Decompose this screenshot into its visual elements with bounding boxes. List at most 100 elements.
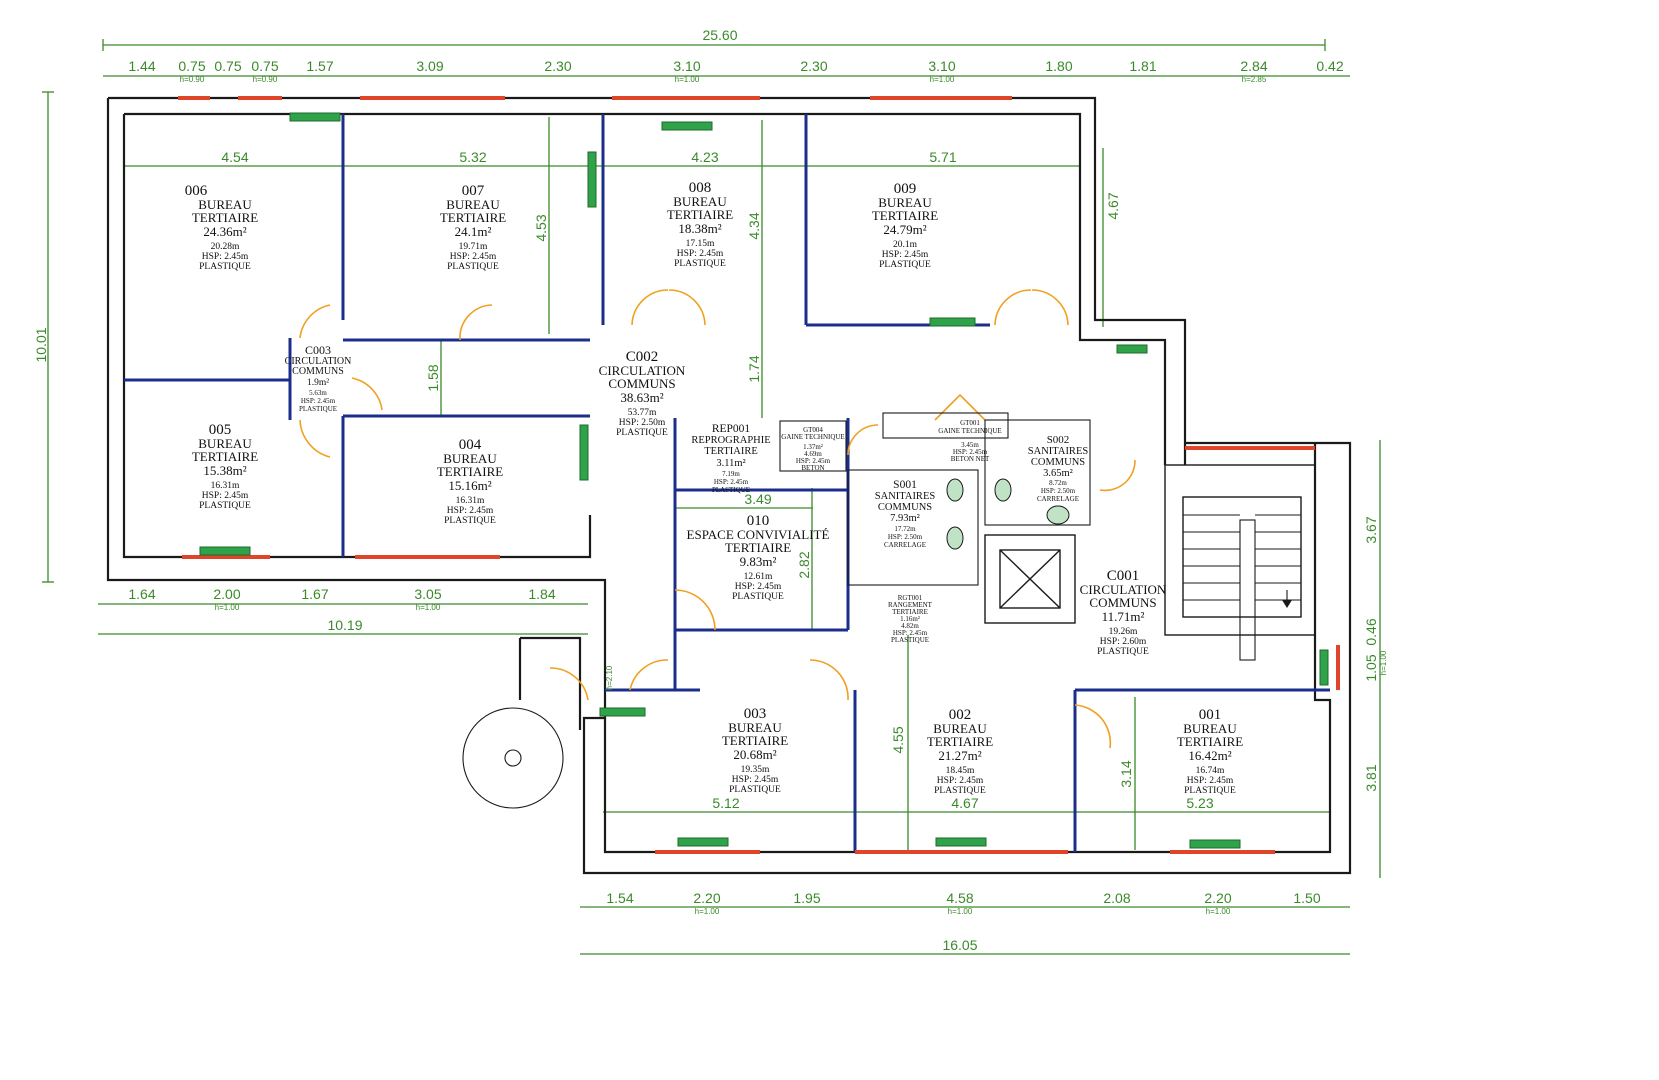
room-001: 001 BUREAU TERTIAIRE 16.42m² 16.74m HSP:…: [1177, 707, 1243, 796]
room-detail: HSP: 2.45m: [202, 491, 249, 501]
dim-top-total: 25.60: [702, 27, 737, 43]
room-area: 1.9m²: [307, 378, 329, 388]
room-detail: 4.69m: [804, 450, 822, 458]
room-detail: HSP: 2.45m: [732, 775, 779, 785]
dim-bottom-total: 16.05: [942, 937, 977, 953]
room-detail: HSP: 2.60m: [1100, 637, 1147, 647]
room-detail: 20.28m: [211, 242, 240, 252]
dim-top-seg: 3.10: [673, 58, 700, 74]
room-name: ESPACE CONVIVIALITÉ: [687, 527, 830, 542]
room-REP001: REP001 REPROGRAPHIE TERTIAIRE 3.11m² 7.1…: [691, 423, 770, 494]
dim-bottom-seg: 2.08: [1103, 890, 1130, 906]
room-detail: HSP: 2.45m: [301, 397, 336, 405]
dim-bottom-seg: 2.20: [1204, 890, 1231, 906]
room-name: BUREAU: [878, 195, 932, 210]
room-detail: PLASTIQUE: [891, 636, 929, 644]
room-detail: HSP: 2.50m: [888, 533, 923, 541]
room-name: BUREAU: [1183, 721, 1237, 736]
dim-bottom-seg: 1.95: [793, 890, 820, 906]
room-name: COMMUNS: [1031, 457, 1085, 468]
room-name: COMMUNS: [292, 366, 344, 377]
room-C001: C001 CIRCULATION COMMUNS 11.71m² 19.26m …: [1080, 568, 1167, 657]
room-id: 006: [185, 183, 208, 199]
room-name: REPROGRAPHIE: [691, 435, 770, 446]
room-area: 7.93m²: [890, 513, 920, 524]
room-name: BUREAU: [198, 197, 252, 212]
room-name: CIRCULATION: [285, 356, 352, 367]
room-detail: HSP: 2.45m: [1187, 776, 1234, 786]
dim-top-height: h=1.00: [675, 75, 700, 84]
dim-inner-vertical: 1.58: [425, 364, 441, 391]
room-S002: S002 SANITAIRES COMMUNS 3.65m² 8.72m HSP…: [1028, 434, 1089, 503]
room-name: TERTIAIRE: [872, 208, 938, 223]
dim-top-height: h=0.90: [253, 75, 278, 84]
room-area: 21.27m²: [938, 748, 981, 763]
spiral-staircase-icon: [462, 707, 564, 809]
room-004: 004 BUREAU TERTIAIRE 15.16m² 16.31m HSP:…: [437, 437, 503, 526]
room-area: 3.11m²: [716, 458, 745, 469]
room-detail: PLASTIQUE: [299, 405, 337, 413]
room-detail: HSP: 2.50m: [619, 418, 666, 428]
room-area: 18.38m²: [678, 221, 721, 236]
room-detail: PLASTIQUE: [729, 785, 781, 795]
room-name: BUREAU: [933, 721, 987, 736]
room-detail: 53.77m: [628, 408, 657, 418]
dim-room-width: 4.54: [221, 149, 248, 165]
dim-inner-vertical: 2.82: [796, 551, 812, 578]
room-id: S001: [893, 479, 917, 491]
dim-inner-vertical: 4.67: [1105, 192, 1121, 219]
room-name: TERTIAIRE: [927, 734, 993, 749]
room-detail: 7.19m: [722, 470, 740, 478]
dimension-lines: [42, 39, 1381, 955]
room-009: 009 BUREAU TERTIAIRE 24.79m² 20.1m HSP: …: [872, 181, 938, 270]
room-id: C001: [1107, 568, 1140, 584]
room-detail: HSP: 2.45m: [714, 478, 749, 486]
room-area: 1.37m²: [803, 443, 823, 451]
dim-room-width: 5.71: [929, 149, 956, 165]
dim-bottom-seg: 2.20: [693, 890, 720, 906]
room-id: C003: [305, 343, 331, 357]
room-detail: PLASTIQUE: [199, 262, 251, 272]
room-area: 15.38m²: [203, 463, 246, 478]
windows: [178, 96, 1340, 854]
room-GT004: GT004 GAINE TECHNIQUE 1.37m² 4.69m HSP: …: [779, 420, 847, 472]
room-003: 003 BUREAU TERTIAIRE 20.68m² 19.35m HSP:…: [722, 706, 788, 795]
room-RGT001: RGT001 RANGEMENT TERTIAIRE 1.16m² 4.82m …: [888, 594, 933, 644]
room-detail: BETON: [801, 464, 824, 472]
room-detail: 4.82m: [901, 622, 919, 630]
room-GT001: GT001 GAINE TECHNIQUE 3.45m HSP: 2.45m B…: [938, 419, 1001, 463]
dim-bottom-height: h=1.00: [1206, 907, 1231, 916]
room-name: BUREAU: [728, 720, 782, 735]
room-name: TERTIAIRE: [722, 733, 788, 748]
room-detail: 16.74m: [1196, 766, 1225, 776]
room-detail: HSP: 2.45m: [202, 252, 249, 262]
room-007: 007 BUREAU TERTIAIRE 24.1m² 19.71m HSP: …: [440, 183, 506, 272]
room-detail: 5.63m: [309, 389, 327, 397]
dim-top-seg: 0.75: [214, 58, 241, 74]
room-detail: HSP: 2.45m: [882, 250, 929, 260]
dim-inner-vertical: 4.53: [533, 214, 549, 241]
room-005: 005 BUREAU TERTIAIRE 15.38m² 16.31m HSP:…: [192, 422, 258, 511]
room-area: 3.65m²: [1043, 468, 1073, 479]
room-detail: 16.31m: [456, 496, 485, 506]
room-detail: 17.15m: [686, 239, 715, 249]
dim-mid-seg: 1.67: [301, 586, 328, 602]
dim-right-vertical: 0.46: [1363, 618, 1379, 645]
room-area: 38.63m²: [620, 390, 663, 405]
dim-mid-height: h=2.10: [605, 665, 614, 690]
room-name: GAINE TECHNIQUE: [781, 433, 844, 441]
dim-mid-total: 10.19: [327, 617, 362, 633]
doors: [299, 289, 1136, 749]
dim-right-vertical: 3.81: [1363, 764, 1379, 791]
room-id: GT004: [803, 426, 823, 434]
dim-room-width: 4.23: [691, 149, 718, 165]
room-name: TERTIAIRE: [704, 446, 758, 457]
dim-top-seg: 3.09: [416, 58, 443, 74]
room-008: 008 BUREAU TERTIAIRE 18.38m² 17.15m HSP:…: [667, 180, 733, 269]
room-S001: S001 SANITAIRES COMMUNS 7.93m² 17.72m HS…: [875, 479, 936, 549]
dim-bottom-seg: 1.54: [606, 890, 633, 906]
room-id: 009: [894, 181, 917, 197]
room-name: TERTIAIRE: [892, 608, 928, 616]
room-detail: PLASTIQUE: [1097, 647, 1149, 657]
